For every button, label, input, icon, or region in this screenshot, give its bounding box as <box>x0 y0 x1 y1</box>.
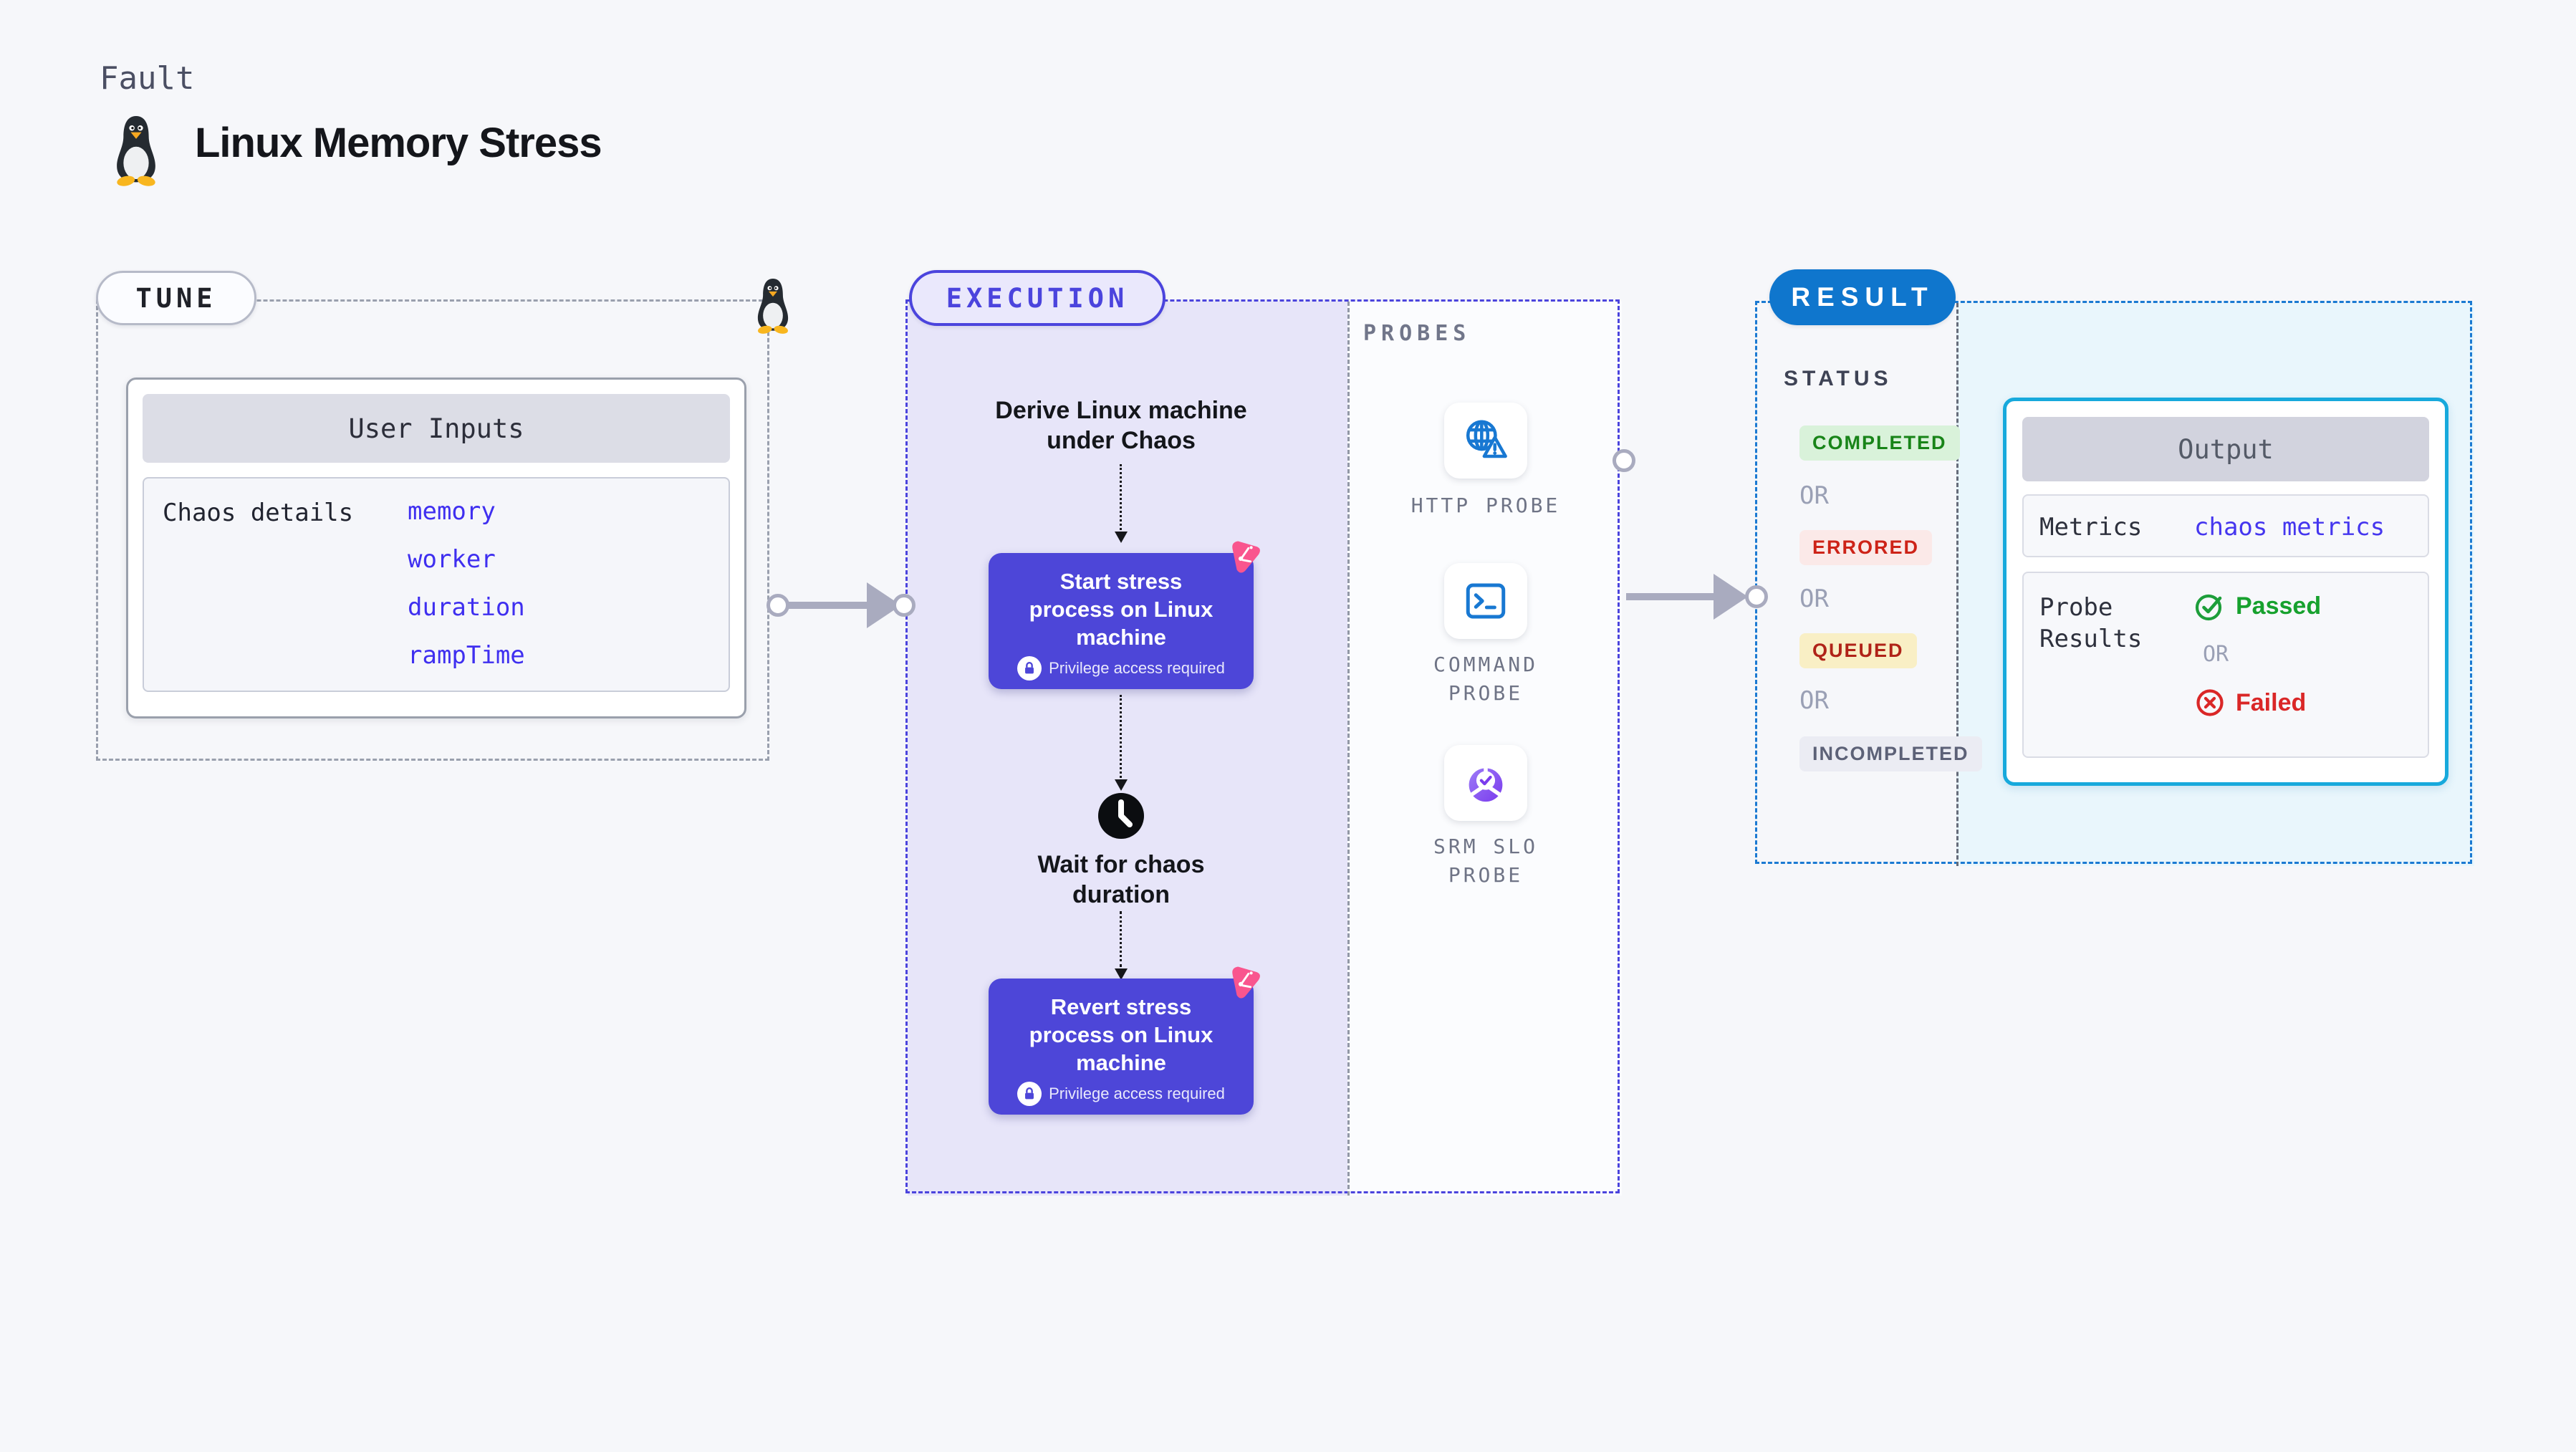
start-step-line2: process on Linux <box>1029 597 1213 622</box>
probes-heading: PROBES <box>1363 321 1471 346</box>
page-title: Linux Memory Stress <box>195 120 602 166</box>
or-label: OR <box>2203 642 2229 667</box>
param-ramptime[interactable]: rampTime <box>408 640 525 670</box>
chaos-hub-icon <box>1232 966 1260 999</box>
chaos-details-label: Chaos details <box>163 499 354 527</box>
tune-group-border <box>96 299 769 761</box>
wait-step-text: Wait for chaos duration <box>989 850 1254 910</box>
derive-step-text: Derive Linux machine under Chaos <box>989 395 1254 456</box>
terminal-icon <box>1466 583 1506 619</box>
command-probe-card[interactable] <box>1444 563 1527 639</box>
connector-3-arrow <box>1115 968 1128 980</box>
connector-2 <box>1120 695 1122 778</box>
chaos-details-box: Chaos details memory worker duration ram… <box>143 477 730 692</box>
wait-step-line1: Wait for chaos <box>1037 851 1205 878</box>
probes-port <box>1613 449 1635 472</box>
lock-icon <box>1017 656 1042 681</box>
execution-badge[interactable]: EXECUTION <box>909 270 1166 326</box>
or-label: OR <box>1799 481 1829 510</box>
tune-badge[interactable]: TUNE <box>96 271 256 325</box>
revert-step-line2: process on Linux <box>1029 1022 1213 1047</box>
srm-slo-probe-label: SRM SLO PROBE <box>1433 835 1538 887</box>
check-circle-icon <box>2195 594 2222 621</box>
connector-3 <box>1120 911 1122 967</box>
failed-verdict: Failed <box>2194 686 2321 720</box>
revert-step-line3: machine <box>1076 1050 1166 1075</box>
http-probe-label: HTTP PROBE <box>1410 494 1561 517</box>
result-input-port <box>1745 585 1768 608</box>
privilege-note: Privilege access required <box>1049 1085 1225 1102</box>
wait-step-line2: duration <box>1072 881 1170 908</box>
param-worker[interactable]: worker <box>408 544 496 574</box>
or-label: OR <box>1799 585 1829 613</box>
execution-to-result-arrow-line <box>1626 593 1714 600</box>
revert-step-line1: Revert stress <box>1050 994 1192 1019</box>
param-memory[interactable]: memory <box>408 496 496 526</box>
chaos-metrics-link[interactable]: chaos metrics <box>2194 513 2385 542</box>
execution-to-result-arrow-head <box>1714 574 1748 620</box>
wait-clock-icon <box>1098 793 1144 839</box>
output-card: Output Metrics chaos metrics Probe Resul… <box>2003 398 2448 786</box>
derive-step-line1: Derive Linux machine <box>995 397 1247 424</box>
param-duration[interactable]: duration <box>408 592 525 622</box>
command-probe-label: COMMAND PROBE <box>1433 653 1538 705</box>
execution-group-border <box>905 299 1620 1193</box>
chaos-param-list: memory worker duration rampTime <box>408 487 525 679</box>
start-stress-card: Start stress process on Linux machine Pr… <box>989 553 1254 689</box>
status-badge-completed: COMPLETED <box>1799 425 1960 461</box>
or-label: OR <box>1799 686 1829 715</box>
privilege-note: Privilege access required <box>1049 659 1225 677</box>
fault-kicker: Fault <box>100 60 195 97</box>
passed-verdict: Passed <box>2194 589 2321 623</box>
metrics-row: Metrics chaos metrics <box>2022 494 2429 557</box>
derive-step-line2: under Chaos <box>1047 427 1196 454</box>
http-probe-card[interactable] <box>1444 403 1527 479</box>
srm-slo-probe-card[interactable] <box>1444 745 1527 821</box>
status-badge-queued: QUEUED <box>1799 633 1917 668</box>
connector-1 <box>1120 464 1122 530</box>
connector-1-arrow <box>1115 532 1128 543</box>
status-badge-incompleted: INCOMPLETED <box>1799 736 1982 771</box>
probe-results-label: Probe Results <box>2039 593 2143 653</box>
user-inputs-card: User Inputs Chaos details memory worker … <box>126 378 746 718</box>
execution-probes-divider <box>1347 302 1350 1196</box>
result-badge[interactable]: RESULT <box>1769 269 1956 325</box>
status-heading: STATUS <box>1784 367 1893 390</box>
metrics-label: Metrics <box>2039 513 2143 542</box>
linux-tux-icon <box>117 115 155 186</box>
chaos-hub-icon <box>1232 541 1260 573</box>
passed-label: Passed <box>2236 592 2322 620</box>
slo-donut-check-icon <box>1469 766 1503 802</box>
result-divider <box>1956 303 1959 866</box>
tune-to-execution-arrow-line <box>778 602 867 609</box>
output-header: Output <box>2022 417 2429 481</box>
start-step-line3: machine <box>1076 625 1166 650</box>
start-step-line1: Start stress <box>1059 569 1183 594</box>
tux-corner-icon <box>757 279 789 334</box>
connector-2-arrow <box>1115 779 1128 791</box>
status-badge-errored: ERRORED <box>1799 530 1933 565</box>
probe-results-row: Probe Results Passed OR Failed <box>2022 572 2429 758</box>
failed-label: Failed <box>2236 688 2307 716</box>
lock-icon <box>1017 1082 1042 1106</box>
result-group-border <box>1755 301 2472 864</box>
tune-output-port <box>766 594 789 617</box>
execution-input-port <box>893 594 915 617</box>
revert-stress-card: Revert stress process on Linux machine P… <box>989 979 1254 1115</box>
globe-warning-icon <box>1466 420 1507 458</box>
user-inputs-header: User Inputs <box>143 394 730 463</box>
x-circle-icon <box>2196 689 2224 716</box>
